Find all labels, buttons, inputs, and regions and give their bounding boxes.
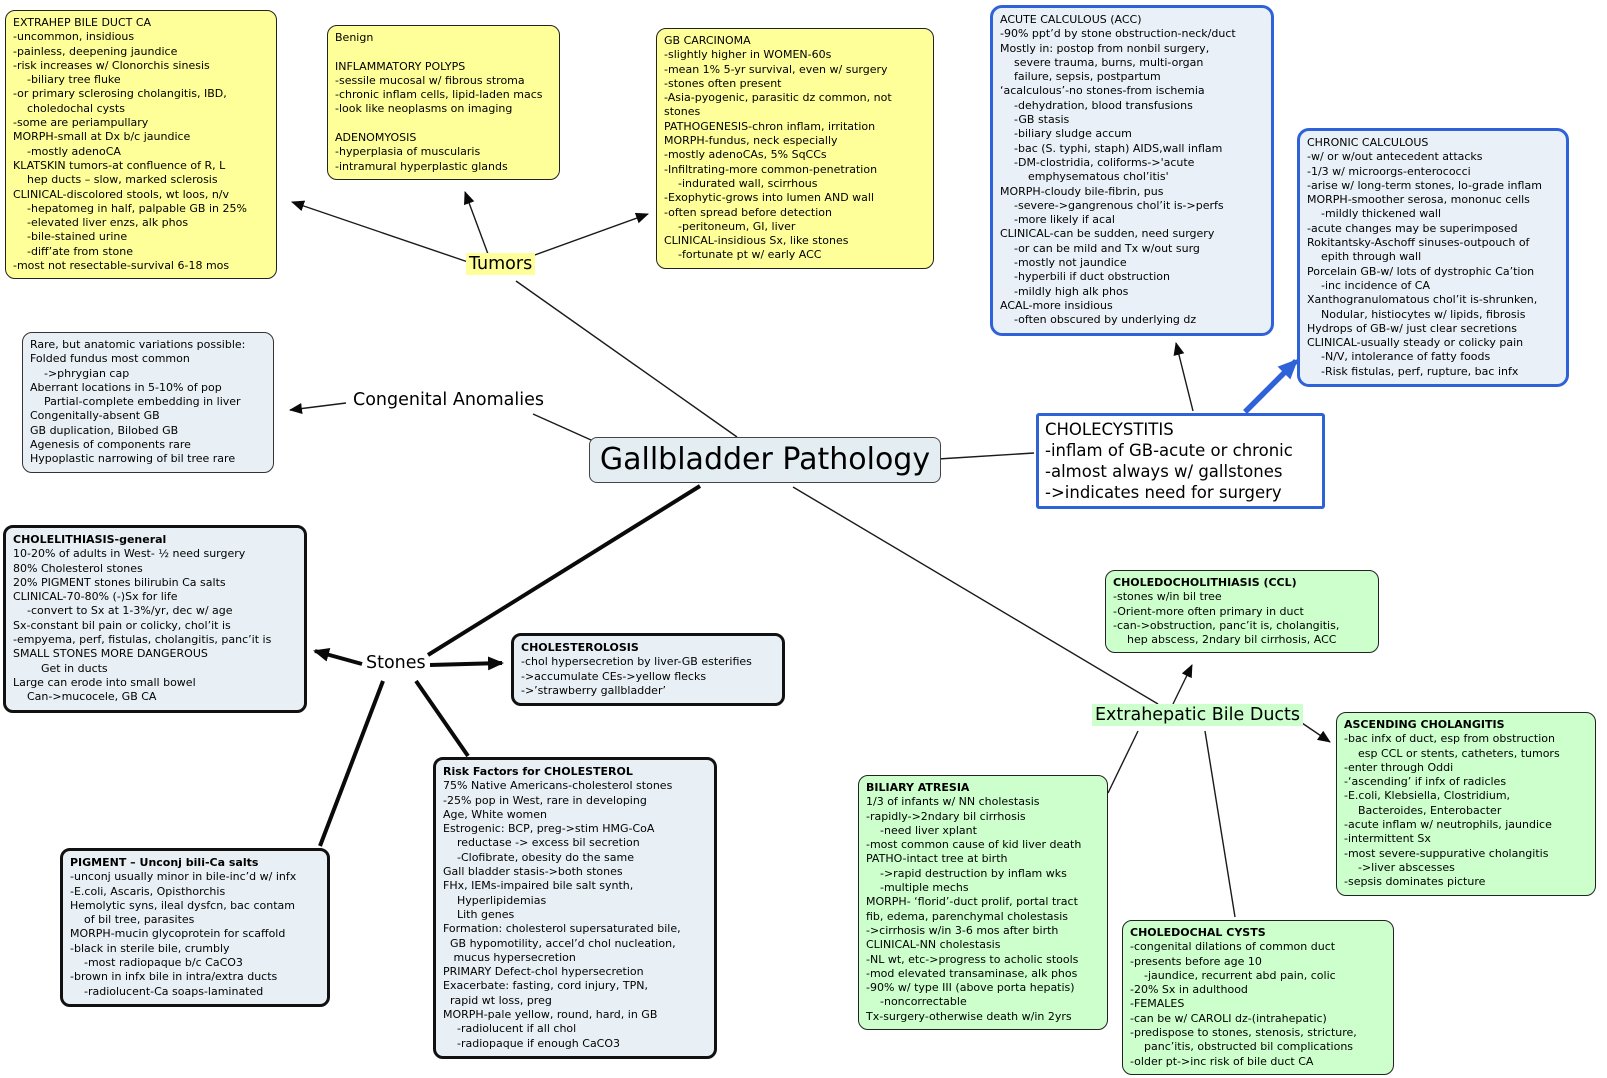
connector-stones-pigment	[318, 680, 385, 847]
connector-congenital-anatomic	[289, 402, 347, 414]
connector-extrahepatic-ascending	[1301, 722, 1331, 743]
box-benign-tumors[interactable]: Benign INFLAMMATORY POLYPS -sessile muco…	[327, 25, 560, 180]
box-chronic-calculous[interactable]: CHRONIC CALCULOUS -w/ or w/out anteceden…	[1297, 128, 1569, 388]
branch-label-extrahepatic-bile-ducts[interactable]: Extrahepatic Bile Ducts	[1092, 704, 1304, 726]
box-cholelithiasis-body: 10-20% of adults in West- ½ need surgery…	[13, 547, 272, 704]
box-choledochal-cysts[interactable]: CHOLEDOCHAL CYSTS -congenital dilations …	[1122, 920, 1394, 1075]
connector-center-stones	[426, 484, 702, 657]
connector-center-cholecystitis	[937, 452, 1035, 460]
box-risk-factors-body: 75% Native Americans-cholesterol stones …	[443, 779, 681, 1050]
box-choledochal-cysts-body: -congenital dilations of common duct -pr…	[1130, 940, 1357, 1068]
connector-extrahepatic-biliary	[1107, 730, 1139, 794]
branch-label-tumors[interactable]: Tumors	[466, 253, 536, 275]
connector-tumors-gb-carcinoma	[531, 212, 649, 257]
connector-extrahepatic-ccl	[1172, 664, 1193, 705]
center-node-gallbladder-pathology[interactable]: Gallbladder Pathology	[589, 437, 941, 483]
box-gb-carcinoma-body: -slightly higher in WOMEN-60s -mean 1% 5…	[664, 48, 892, 262]
box-ascending-cholangitis-body: -bac infx of duct, esp from obstruction …	[1344, 732, 1560, 889]
box-risk-factors-title: Risk Factors for CHOLESTEROL	[443, 765, 633, 778]
box-extrahep-bile-duct-ca[interactable]: EXTRAHEP BILE DUCT CA -uncommon, insidio…	[5, 10, 277, 280]
box-acute-calculous-body: -90% ppt’d by stone obstruction-neck/duc…	[1000, 27, 1236, 327]
box-acute-calculous[interactable]: ACUTE CALCULOUS (ACC) -90% ppt’d by ston…	[990, 5, 1274, 336]
branch-label-congenital-anomalies[interactable]: Congenital Anomalies	[353, 390, 545, 410]
box-cholecystitis-body: -inflam of GB-acute or chronic -almost a…	[1045, 441, 1293, 502]
box-pigment-body: -unconj usually minor in bile-inc’d w/ i…	[70, 870, 297, 998]
box-cholelithiasis-general[interactable]: CHOLELITHIASIS-general 10-20% of adults …	[3, 525, 307, 713]
connector-tumors-benign	[464, 191, 489, 255]
box-benign-title: Benign	[335, 31, 374, 44]
box-biliary-atresia-body: 1/3 of infants w/ NN cholestasis -rapidl…	[866, 795, 1082, 1023]
box-risk-factors-cholesterol[interactable]: Risk Factors for CHOLESTEROL 75% Native …	[433, 757, 717, 1059]
branch-label-stones[interactable]: Stones	[366, 653, 426, 673]
box-extrahep-body: -uncommon, insidious -painless, deepenin…	[13, 30, 247, 273]
box-benign-body: INFLAMMATORY POLYPS -sessile mucosal w/ …	[335, 59, 543, 173]
box-choledochal-cysts-title: CHOLEDOCHAL CYSTS	[1130, 926, 1266, 939]
connector-extrahepatic-choledochal	[1204, 730, 1236, 918]
box-cholelithiasis-title: CHOLELITHIASIS-general	[13, 533, 167, 546]
box-chronic-calculous-body: -w/ or w/out antecedent attacks -1/3 w/ …	[1307, 150, 1542, 378]
box-acute-calculous-title: ACUTE CALCULOUS (ACC)	[1000, 13, 1142, 26]
box-anatomic-variations[interactable]: Rare, but anatomic variations possible: …	[22, 332, 274, 473]
box-extrahep-title: EXTRAHEP BILE DUCT CA	[13, 16, 152, 29]
connector-tumors-extrahep	[291, 200, 469, 263]
box-cholecystitis-title: CHOLECYSTITIS	[1045, 420, 1174, 439]
box-anatomic-variations-body: Folded fundus most common ->phrygian cap…	[30, 352, 241, 466]
box-ascending-cholangitis[interactable]: ASCENDING CHOLANGITIS -bac infx of duct,…	[1336, 712, 1596, 896]
connector-stones-risk-factors	[414, 679, 470, 758]
box-gb-carcinoma[interactable]: GB CARCINOMA -slightly higher in WOMEN-6…	[656, 28, 934, 269]
box-pigment-title: PIGMENT – Unconj bili-Ca salts	[70, 856, 259, 869]
box-biliary-atresia-title: BILIARY ATRESIA	[866, 781, 970, 794]
box-choledocholithiasis[interactable]: CHOLEDOCHOLITHIASIS (CCL) -stones w/in b…	[1105, 570, 1379, 654]
box-cholesterolosis[interactable]: CHOLESTEROLOSIS -chol hypersecretion by …	[511, 633, 785, 707]
connector-center-tumors	[515, 280, 738, 438]
box-biliary-atresia[interactable]: BILIARY ATRESIA 1/3 of infants w/ NN cho…	[858, 775, 1108, 1031]
box-cholecystitis[interactable]: CHOLECYSTITIS -inflam of GB-acute or chr…	[1036, 413, 1325, 509]
connector-cholecystitis-chronic	[1243, 358, 1299, 414]
box-choledocholithiasis-body: -stones w/in bil tree -Orient-more often…	[1113, 590, 1340, 647]
box-cholesterolosis-title: CHOLESTEROLOSIS	[521, 641, 639, 654]
box-chronic-calculous-title: CHRONIC CALCULOUS	[1307, 136, 1429, 149]
connector-center-congenital	[532, 413, 601, 445]
box-pigment-stones[interactable]: PIGMENT – Unconj bili-Ca salts -unconj u…	[60, 848, 330, 1007]
box-anatomic-variations-title: Rare, but anatomic variations possible:	[30, 338, 246, 351]
box-choledocholithiasis-title: CHOLEDOCHOLITHIASIS (CCL)	[1113, 576, 1297, 589]
box-cholesterolosis-body: -chol hypersecretion by liver-GB esterif…	[521, 655, 752, 697]
connector-cholecystitis-acute	[1173, 342, 1194, 412]
box-ascending-cholangitis-title: ASCENDING CHOLANGITIS	[1344, 718, 1505, 731]
box-gb-carcinoma-title: GB CARCINOMA	[664, 34, 751, 47]
connector-stones-cholelithiasis	[313, 647, 363, 666]
connector-center-extrahepatic	[792, 486, 1159, 705]
connector-stones-cholesterolosis	[429, 656, 504, 671]
